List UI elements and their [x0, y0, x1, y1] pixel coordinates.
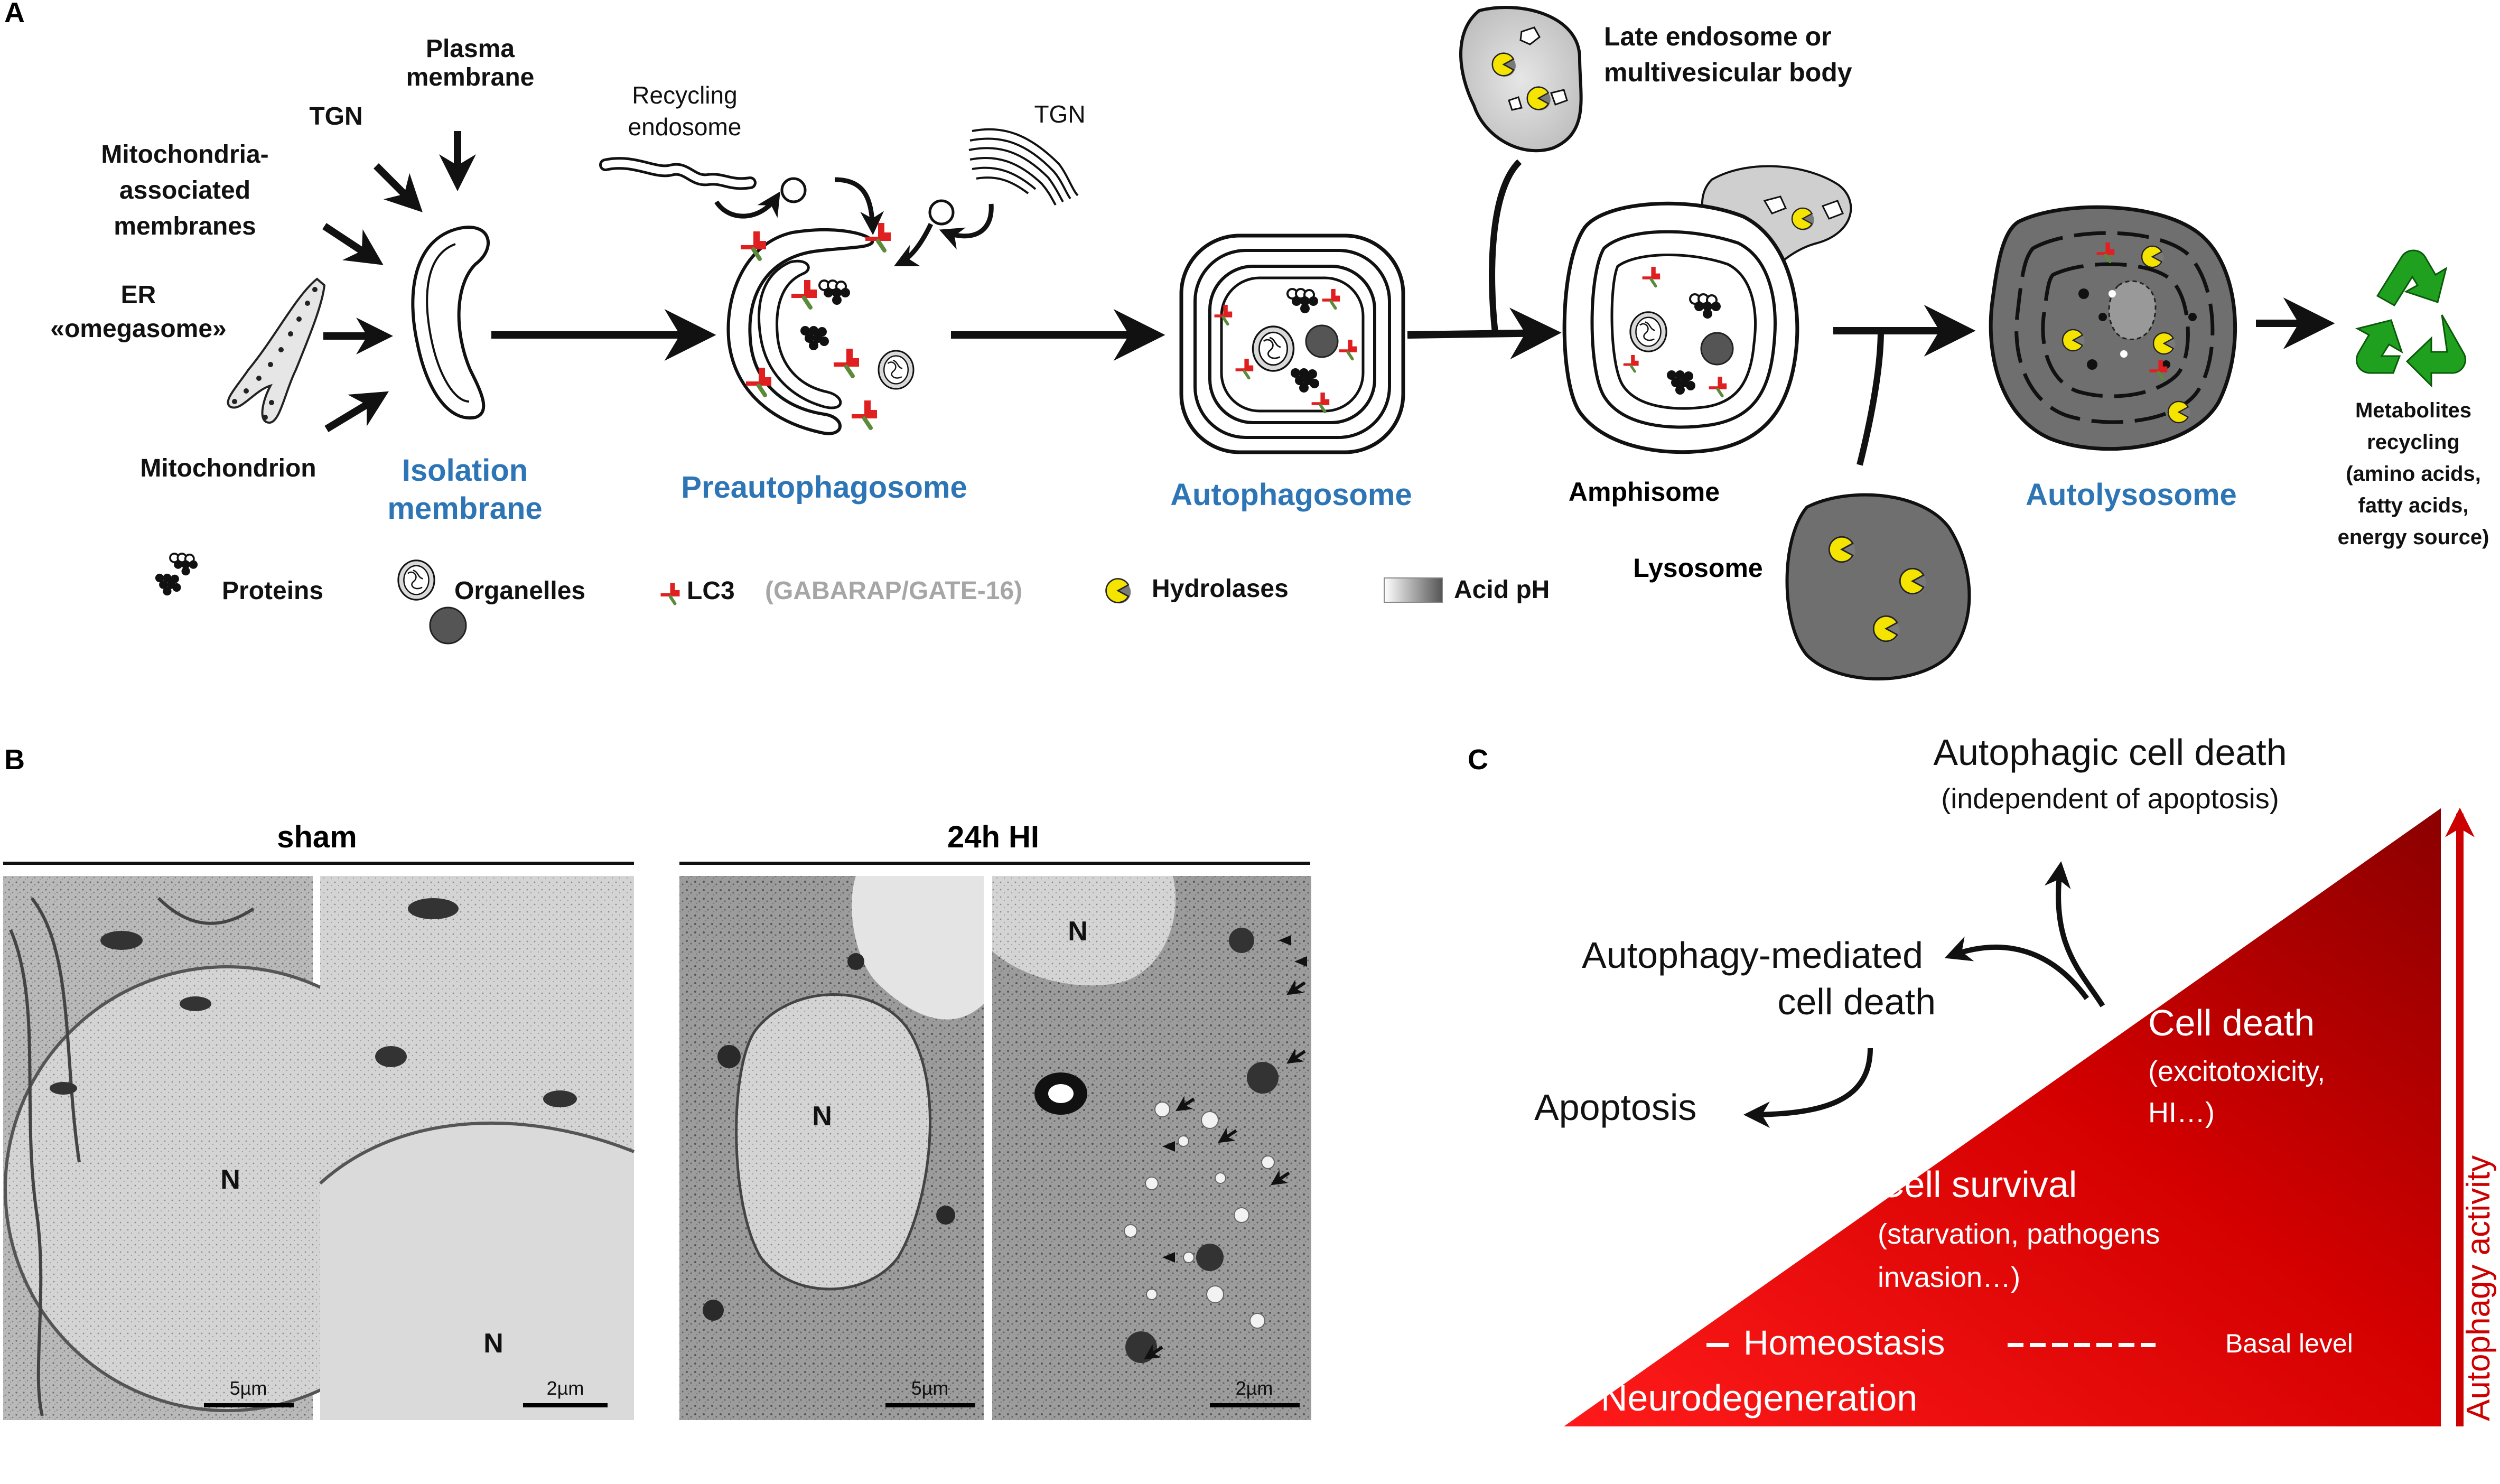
legend-lc3: LC3 [687, 577, 735, 605]
label-apoptosis: Apoptosis [1534, 1087, 1696, 1128]
legend-protein-icon [169, 553, 199, 577]
label-plasma-membrane-1: Plasma [426, 35, 515, 63]
label-tgn-right: TGN [1034, 100, 1085, 128]
legend-lc3-icon [661, 580, 680, 604]
em-image-sham-2um: N 2µm [319, 876, 635, 1420]
label-er-1: ER [121, 281, 156, 309]
label-autophagy-mediated-1: Autophagy-mediated [1582, 935, 1923, 976]
label-recycling-endosome-1: Recycling [632, 81, 737, 109]
vesicle-icon [780, 177, 807, 203]
label-cell-survival-note-2: invasion…) [1878, 1262, 2020, 1293]
late-endosome-icon [1459, 6, 1583, 153]
label-cell-survival: Cell survival [1878, 1164, 2077, 1205]
nucleus-label: N [483, 1328, 503, 1359]
em-image-hi-5um: N 5µm [679, 876, 984, 1420]
output-line-1: Metabolites [2355, 399, 2471, 422]
label-late-endosome-2: multivesicular body [1604, 58, 1852, 87]
label-tgn-left: TGN [309, 102, 362, 130]
stage-autolysosome: Autolysosome [2026, 478, 2237, 512]
amphisome-icon [1562, 165, 1852, 454]
panel-c-label: C [1468, 744, 1488, 776]
label-plasma-membrane-2: membrane [406, 63, 535, 91]
output-line-3: (amino acids, [2346, 462, 2481, 486]
stage-amphisome: Amphisome [1569, 477, 1720, 507]
legend-acid-ph-icon [1384, 577, 1443, 603]
stage-autophagosome: Autophagosome [1170, 478, 1412, 512]
group-sham: sham [277, 820, 357, 854]
nucleus-label: N [220, 1164, 240, 1195]
label-autophagy-mediated-2: cell death [1777, 981, 1936, 1022]
isolation-membrane-icon [411, 226, 490, 420]
legend-hydrolases: Hydrolases [1152, 575, 1289, 603]
autophagy-activity-axis: Autophagy activity [2445, 807, 2497, 1426]
label-cell-death-note-1: (excitotoxicity, [2148, 1056, 2325, 1087]
output-line-2: recycling [2367, 431, 2460, 454]
panel-a-label: A [4, 0, 25, 29]
vesicle-icon [928, 199, 955, 226]
preautophagosome-icon [726, 219, 915, 435]
label-mam-1: Mitochondria- [101, 141, 268, 169]
label-mam-2: associated [119, 176, 250, 204]
arrow-to-autophagy-mediated [1944, 936, 2089, 1000]
axis-label: Autophagy activity [2460, 1155, 2497, 1421]
arrow-to-autophagic-cell-death [2044, 861, 2105, 1007]
label-recycling-endosome-2: endosome [628, 113, 742, 141]
arrow-to-amphisome [1407, 307, 1562, 360]
group-24h-hi: 24h HI [947, 820, 1039, 854]
label-autophagic-cell-death-note: (independent of apoptosis) [1941, 783, 2279, 815]
arrow-tgn-left [374, 163, 423, 212]
label-cell-survival-note-1: (starvation, pathogens [1878, 1218, 2160, 1250]
stage-preautophagosome: Preautophagosome [681, 470, 967, 505]
scale-bar-label: 2µm [547, 1377, 584, 1399]
output-line-4: fatty acids, [2358, 494, 2469, 517]
em-image-hi-2um: N 2µm [992, 876, 1311, 1420]
scale-bar-label: 5µm [230, 1377, 267, 1399]
label-cell-death: Cell death [2148, 1002, 2315, 1043]
legend-lc3-aliases: (GABARAP/GATE-16) [765, 577, 1022, 605]
output-line-5: energy source) [2338, 526, 2489, 549]
autophagosome-icon [1179, 234, 1405, 454]
stage-isolation-membrane-1: Isolation [402, 453, 528, 488]
recycle-icon [2355, 249, 2466, 388]
label-homeostasis: Homeostasis [1743, 1323, 1945, 1362]
arrow-mitochondrion [324, 391, 389, 432]
legend-acid-ph: Acid pH [1454, 576, 1550, 604]
lysosome-connector [1857, 330, 1884, 466]
scale-bar-label: 2µm [1236, 1377, 1273, 1399]
label-basal-level: Basal level [2225, 1329, 2353, 1358]
arrow-to-apoptosis [1743, 1048, 1873, 1128]
autolysosome-icon [1989, 205, 2237, 451]
stage-lysosome: Lysosome [1633, 553, 1762, 583]
er-omegasome-icon [227, 277, 326, 424]
tgn-stack-icon [968, 128, 1079, 206]
scale-bar-label: 5µm [911, 1377, 949, 1399]
arrow-mam [322, 223, 384, 265]
legend-hydrolase-icon [1105, 578, 1132, 604]
legend-organelle-icon [397, 559, 435, 601]
arrow-tgn-to-vesicle [939, 203, 994, 250]
lysosome-icon [1785, 493, 1971, 680]
label-mam-3: membranes [114, 212, 256, 240]
nucleus-label: N [812, 1101, 832, 1132]
legend-organelles: Organelles [454, 577, 585, 605]
legend: Proteins Organelles LC3 (GABARAP/GATE-16… [155, 553, 1550, 645]
label-neurodegeneration: Neurodegeneration [1601, 1377, 1917, 1418]
nucleus-label: N [1068, 916, 1088, 947]
label-er-2: «omegasome» [50, 315, 227, 343]
label-mitochondrion: Mitochondrion [140, 454, 316, 482]
panel-b-label: B [4, 744, 25, 776]
label-cell-death-note-2: HI…) [2148, 1097, 2215, 1128]
label-autophagic-cell-death: Autophagic cell death [1933, 732, 2287, 773]
late-endosome-connector [1489, 159, 1522, 333]
label-late-endosome-1: Late endosome or [1604, 22, 1832, 51]
legend-proteins: Proteins [222, 577, 323, 605]
stage-isolation-membrane-2: membrane [387, 491, 542, 526]
autophagy-triangle [1564, 808, 2441, 1426]
